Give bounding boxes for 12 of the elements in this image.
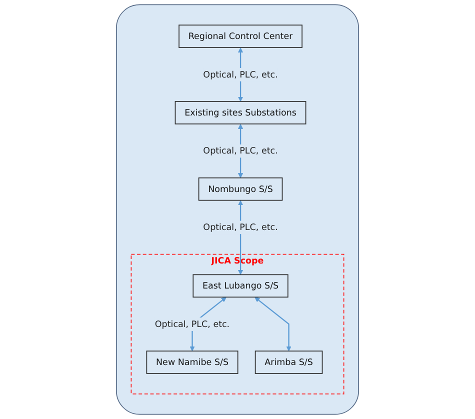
node-box: Arimba S/S bbox=[254, 350, 323, 374]
cluster bbox=[116, 4, 360, 415]
edge-label: Optical, PLC, etc. bbox=[154, 318, 230, 330]
arrow bbox=[254, 297, 292, 352]
node-box: Existing sites Substations bbox=[174, 101, 306, 124]
node-box: Regional Control Center bbox=[178, 24, 302, 48]
edge-label: Optical, PLC, etc. bbox=[203, 146, 278, 156]
node-box: Nombungo S/S bbox=[198, 177, 283, 201]
edge-label: Optical, PLC, etc. bbox=[203, 69, 278, 80]
edge-label: Optical, PLC, etc. bbox=[203, 222, 278, 232]
node-box: New Namibe S/S bbox=[146, 350, 238, 374]
node-box: East Lubango S/S bbox=[192, 274, 288, 298]
